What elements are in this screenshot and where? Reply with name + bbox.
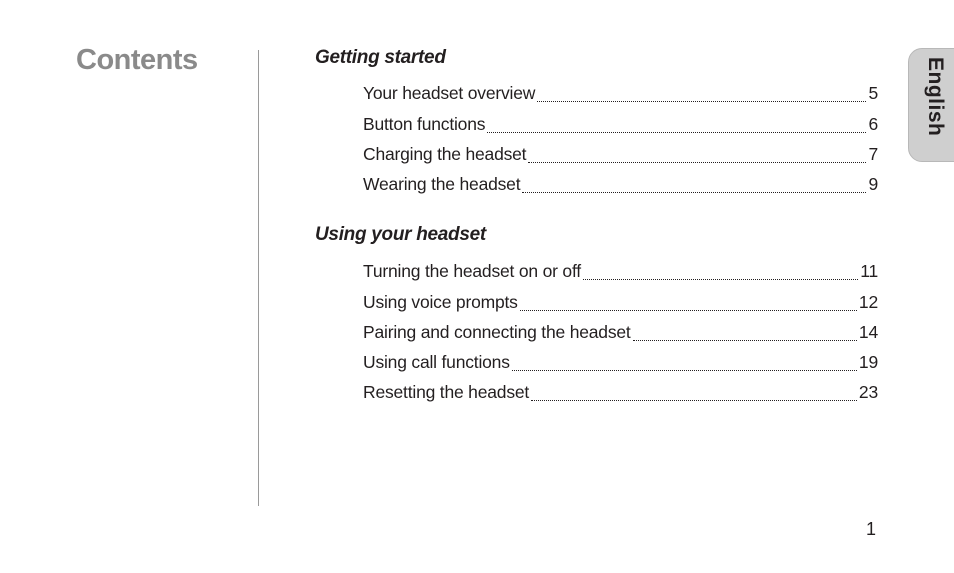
toc-entry-page: 7: [868, 144, 878, 164]
toc-entry-label: Your headset overview: [363, 83, 536, 103]
section-heading-getting-started: Getting started: [315, 47, 446, 68]
toc-entry-label: Button functions: [363, 114, 486, 134]
toc-entry[interactable]: Charging the headset 7: [363, 144, 878, 168]
toc-entry-label: Using voice prompts: [363, 292, 518, 312]
dot-leader: [632, 340, 857, 341]
toc-entry-label: Charging the headset: [363, 144, 527, 164]
language-tab: English: [908, 48, 954, 162]
dot-leader: [537, 101, 867, 102]
dot-leader: [511, 370, 857, 371]
toc-entry[interactable]: Turning the headset on or off 11: [363, 261, 878, 285]
toc-entry[interactable]: Using call functions 19: [363, 352, 878, 376]
dot-leader: [582, 279, 859, 280]
section-heading-using-your-headset: Using your headset: [315, 224, 486, 245]
dot-leader: [528, 162, 867, 163]
toc-entry-page: 12: [858, 292, 878, 312]
toc-entry-page: 5: [868, 83, 878, 103]
vertical-divider: [258, 50, 259, 506]
toc-entry-page: 14: [858, 322, 878, 342]
dot-leader: [522, 192, 867, 193]
toc-entry-label: Pairing and connecting the headset: [363, 322, 631, 342]
toc-entry[interactable]: Your headset overview 5: [363, 83, 878, 107]
toc-entry[interactable]: Button functions 6: [363, 114, 878, 138]
language-tab-label: English: [924, 57, 947, 137]
toc-entry-page: 9: [868, 174, 878, 194]
dot-leader: [519, 310, 857, 311]
toc-entry-page: 19: [858, 352, 878, 372]
toc-entry-page: 23: [858, 382, 878, 402]
dot-leader: [487, 132, 867, 133]
dot-leader: [531, 400, 857, 401]
page-title: Contents: [76, 44, 198, 76]
toc-entry-label: Wearing the headset: [363, 174, 521, 194]
toc-entry[interactable]: Using voice prompts 12: [363, 292, 878, 316]
page-number: 1: [866, 519, 877, 539]
toc-entry[interactable]: Resetting the headset 23: [363, 382, 878, 406]
toc-entry-page: 11: [860, 261, 878, 281]
toc-entry[interactable]: Wearing the headset 9: [363, 174, 878, 198]
toc-entry-page: 6: [868, 114, 878, 134]
toc-entry-label: Turning the headset on or off: [363, 261, 581, 281]
toc-entry[interactable]: Pairing and connecting the headset 14: [363, 322, 878, 346]
toc-entry-label: Using call functions: [363, 352, 510, 372]
toc-entry-label: Resetting the headset: [363, 382, 530, 402]
